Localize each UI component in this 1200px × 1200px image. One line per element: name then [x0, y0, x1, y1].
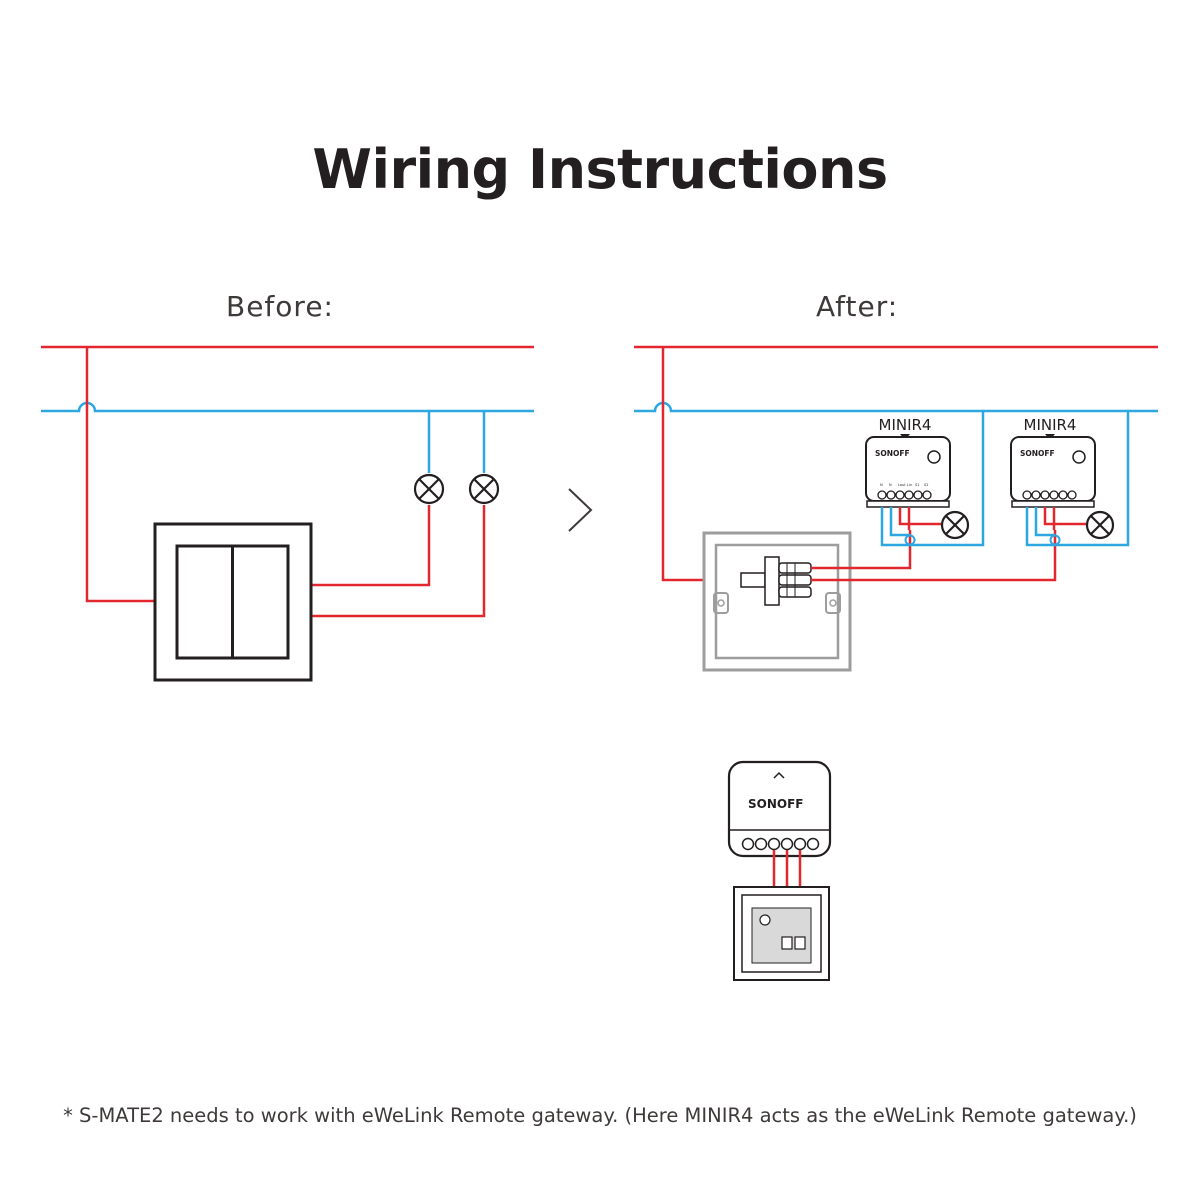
after-label: After: — [816, 290, 899, 323]
svg-text:S2: S2 — [924, 483, 928, 487]
device-label: MINIR4 — [879, 416, 932, 434]
footnote: * S-MATE2 needs to work with eWeLink Rem… — [63, 1104, 1137, 1127]
minir4-1-neutral-b — [889, 507, 910, 537]
splice-icon — [1049, 534, 1061, 546]
smate2-device — [727, 760, 832, 858]
before-diagram — [41, 345, 534, 682]
svg-text:Lin: Lin — [907, 483, 912, 487]
minir4-1-lout — [898, 507, 941, 526]
chevron-up-icon — [773, 771, 785, 779]
double-wall-switch — [153, 522, 313, 682]
after-live-to-minir4-2 — [811, 530, 1057, 582]
device-label: MINIR4 — [1024, 416, 1077, 434]
minir4-device-2: MINIR4 SONOFF — [1010, 416, 1096, 508]
brand-logo: SONOFF — [748, 797, 803, 811]
chevron-right-icon — [568, 488, 593, 532]
before-neutral-line — [41, 401, 534, 413]
before-label: Before: — [226, 290, 334, 323]
brand-logo: SONOFF — [875, 449, 910, 458]
smate2-detail: SONOFF — [727, 760, 832, 981]
lamp-icon — [413, 473, 445, 505]
svg-text:S1: S1 — [915, 483, 919, 487]
svg-text:N: N — [880, 483, 883, 487]
after-live-to-switchbox — [661, 347, 705, 582]
svg-text:Lout: Lout — [898, 483, 906, 487]
lamp-icon — [1085, 510, 1115, 540]
svg-text:N: N — [889, 483, 892, 487]
before-switch-out-1 — [311, 505, 431, 587]
before-switch-out-2 — [311, 505, 486, 618]
minir4-2-neutral — [1025, 411, 1130, 547]
minir4-1-neutral — [880, 411, 985, 547]
minir4-2-neutral-b — [1034, 507, 1055, 537]
switch-back-box-small — [733, 886, 830, 981]
after-neutral-line — [634, 401, 1158, 413]
before-live-to-switch — [85, 347, 155, 603]
minir4-2-lout — [1043, 507, 1086, 526]
after-live-to-minir4-1 — [811, 530, 912, 570]
brand-logo: SONOFF — [1020, 449, 1055, 458]
lamp-icon — [940, 510, 970, 540]
wire-connector — [740, 556, 812, 606]
page-title: Wiring Instructions — [312, 138, 888, 201]
lamp-icon — [468, 473, 500, 505]
splice-icon — [904, 534, 916, 546]
